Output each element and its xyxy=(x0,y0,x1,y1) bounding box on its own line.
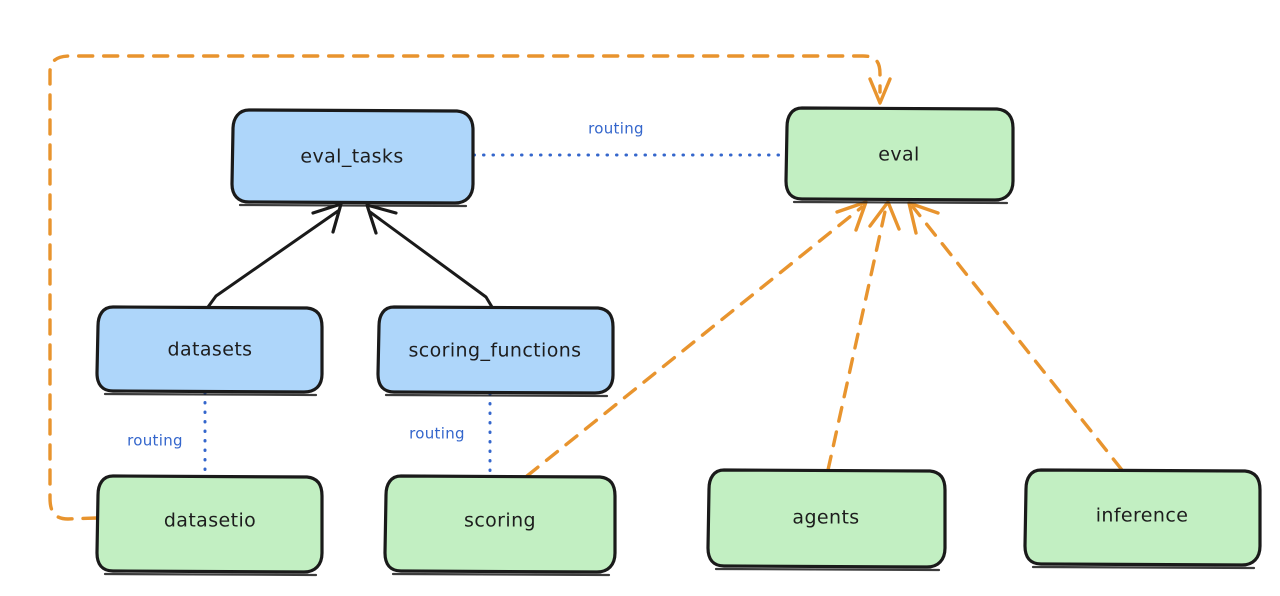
node-eval_tasks[interactable]: eval_tasks xyxy=(230,108,475,208)
node-inference-label: inference xyxy=(1096,505,1189,527)
node-eval_tasks-label: eval_tasks xyxy=(300,146,403,168)
node-datasets-label: datasets xyxy=(168,339,253,361)
node-eval-box xyxy=(784,106,1015,202)
node-scoring-label: scoring xyxy=(464,510,536,532)
node-scoring_functions[interactable]: scoring_functions xyxy=(376,305,615,398)
edge-datasetio-to-eval xyxy=(48,54,892,521)
node-eval_tasks-box xyxy=(230,108,475,205)
node-datasetio-label: datasetio xyxy=(164,510,256,532)
edge-label-routing-datasets-datasetio: routing xyxy=(127,432,183,450)
node-datasetio-box xyxy=(95,474,324,574)
edge-agents-to-eval xyxy=(826,200,901,472)
node-scoring_functions-shadow xyxy=(384,393,609,398)
node-agents-shadow xyxy=(714,567,941,572)
node-datasets[interactable]: datasets xyxy=(95,305,324,397)
node-scoring_functions-label: scoring_functions xyxy=(409,340,582,362)
node-datasets-box xyxy=(95,305,324,394)
node-agents-label: agents xyxy=(792,507,859,529)
node-datasets-shadow xyxy=(103,392,318,397)
edge-label-routing-scoring_functions-scoring: routing xyxy=(409,425,465,443)
edge-path-agents-eval xyxy=(826,205,888,472)
edge-path-inference-eval xyxy=(911,205,1124,472)
edge-path-scoring-eval xyxy=(525,205,864,478)
node-scoring[interactable]: scoring xyxy=(383,474,617,577)
node-agents-box xyxy=(706,468,947,569)
edge-label-routing-eval_tasks-eval: routing xyxy=(588,120,644,138)
edge-labels-layer: routing routing routing xyxy=(127,120,644,450)
edge-datasets-to-eval_tasks xyxy=(206,202,343,309)
node-inference-shadow xyxy=(1031,565,1256,570)
node-eval_tasks-shadow xyxy=(238,203,468,208)
arrowhead-datasetio-eval xyxy=(868,77,892,105)
node-eval-label: eval xyxy=(878,144,919,166)
node-inference[interactable]: inference xyxy=(1023,468,1262,570)
edge-path-datasets-eval_tasks xyxy=(206,209,340,309)
node-scoring_functions-box xyxy=(376,305,615,395)
node-datasetio[interactable]: datasetio xyxy=(95,474,324,577)
edge-scoring_functions-to-eval_tasks xyxy=(365,203,494,309)
node-datasetio-shadow xyxy=(103,572,318,577)
edge-inference-to-eval xyxy=(907,201,1124,472)
edge-path-scoring_functions-eval_tasks xyxy=(368,210,494,309)
node-inference-box xyxy=(1023,468,1262,567)
node-scoring-shadow xyxy=(391,572,611,577)
node-eval-shadow xyxy=(792,200,1009,205)
node-agents[interactable]: agents xyxy=(706,468,947,572)
edge-path-datasetio-eval xyxy=(48,54,882,521)
node-scoring-box xyxy=(383,474,617,574)
node-eval[interactable]: eval xyxy=(784,106,1015,205)
nodes-layer: eval_tasks eval datasets scoring_functio… xyxy=(95,106,1262,577)
